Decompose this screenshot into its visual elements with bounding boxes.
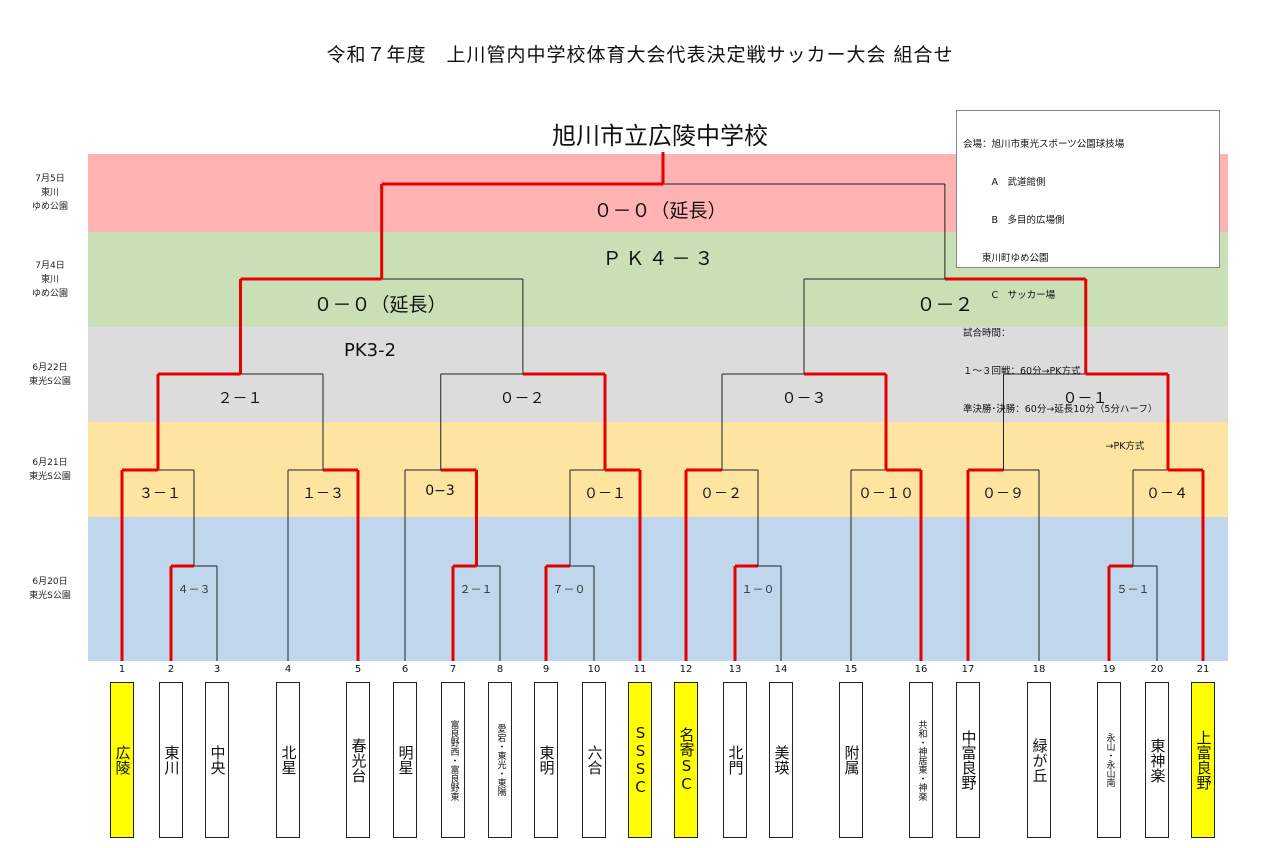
team-name-box: 美瑛 bbox=[769, 682, 793, 838]
team-number: 20 bbox=[1150, 664, 1164, 675]
info-line: 準決勝･決勝：60分→延長10分（5分ハーフ） bbox=[963, 403, 1158, 415]
team-number: 1 bbox=[118, 664, 126, 675]
r1-score: ２－１ bbox=[459, 583, 493, 596]
qf-score: ０－２ bbox=[499, 389, 545, 407]
venue-info-box: 会場：旭川市東光スポーツ公園球技場 A 武道館側 B 多目的広場側 東川町ゆめ公… bbox=[956, 110, 1220, 452]
qf-score: ２－１ bbox=[217, 389, 263, 407]
champion-label: 旭川市立広陵中学校 bbox=[552, 122, 768, 150]
team-number: 14 bbox=[774, 664, 788, 675]
team-name-box: 北星 bbox=[276, 682, 300, 838]
r1-score: ４－３ bbox=[177, 583, 211, 596]
info-line: A 武道館側 bbox=[963, 176, 1046, 188]
r1-score: １－０ bbox=[741, 583, 775, 596]
team-number: 16 bbox=[914, 664, 928, 675]
date-band bbox=[88, 517, 1228, 661]
team-number: 18 bbox=[1032, 664, 1046, 675]
team-name-box: 中富良野 bbox=[956, 682, 980, 838]
r2-score: ３－１ bbox=[139, 486, 181, 502]
r2-score: ０－１０ bbox=[858, 486, 914, 502]
team-number: 17 bbox=[961, 664, 975, 675]
semi-left-score: ０－０（延長） bbox=[313, 294, 447, 316]
date-label: 6月20日東光S公園 bbox=[29, 577, 71, 601]
final-score: ０－０（延長） bbox=[593, 200, 727, 222]
team-number: 8 bbox=[496, 664, 504, 675]
date-label: 7月5日東川ゆめ公園 bbox=[31, 174, 68, 212]
team-number: 13 bbox=[728, 664, 742, 675]
team-number: 21 bbox=[1196, 664, 1210, 675]
team-number: 3 bbox=[213, 664, 221, 675]
team-number: 7 bbox=[449, 664, 457, 675]
team-name-box: SSSC bbox=[628, 682, 652, 838]
team-name-box: 広陵 bbox=[110, 682, 134, 838]
qf-score: ０－３ bbox=[781, 389, 827, 407]
team-name-box: 附属 bbox=[839, 682, 863, 838]
semi-right-score: ０－２ bbox=[916, 294, 974, 316]
r1-score: ５－１ bbox=[1116, 583, 1150, 596]
team-name-box: 永山・永山南 bbox=[1097, 682, 1121, 838]
team-name-box: 東川 bbox=[159, 682, 183, 838]
r2-score: ０－１ bbox=[584, 486, 626, 502]
r2-score: １－３ bbox=[302, 486, 344, 502]
team-number: 10 bbox=[587, 664, 601, 675]
date-label: 6月22日東光S公園 bbox=[29, 362, 71, 387]
r1-score: ７－０ bbox=[552, 583, 586, 596]
team-name-box: 中央 bbox=[205, 682, 229, 838]
team-number: 5 bbox=[354, 664, 362, 675]
team-number: 19 bbox=[1102, 664, 1116, 675]
team-number: 15 bbox=[844, 664, 858, 675]
team-number: 2 bbox=[167, 664, 175, 675]
r2-score: 0−3 bbox=[425, 483, 455, 499]
team-name-box: 北門 bbox=[723, 682, 747, 838]
semi-left-pk-score: PK3-2 bbox=[343, 340, 397, 361]
team-number: 4 bbox=[284, 664, 292, 675]
r2-score: ０－４ bbox=[1146, 486, 1188, 502]
info-line: 東川町ゆめ公園 bbox=[963, 252, 1049, 264]
info-line: 会場：旭川市東光スポーツ公園球技場 bbox=[963, 139, 1125, 151]
team-number: 6 bbox=[401, 664, 409, 675]
team-number: 9 bbox=[542, 664, 550, 675]
team-name-box: 名寄SC bbox=[674, 682, 698, 838]
page-title: 令和７年度 上川管内中学校体育大会代表決定戦サッカー大会 組合せ bbox=[326, 44, 954, 66]
team-name-box: 六合 bbox=[582, 682, 606, 838]
info-line: B 多目的広場側 bbox=[963, 214, 1065, 226]
info-line: C サッカー場 bbox=[963, 290, 1056, 302]
team-name-box: 富良野西・富良野東 bbox=[441, 682, 465, 838]
qf-score: ０－１ bbox=[1062, 389, 1108, 407]
team-name-box: 春光台 bbox=[346, 682, 370, 838]
team-name-box: 愛宕・東光・東陽 bbox=[488, 682, 512, 838]
r2-score: ０－９ bbox=[982, 486, 1024, 502]
team-name-box: 上富良野 bbox=[1191, 682, 1215, 838]
date-label: 6月21日東光S公園 bbox=[29, 457, 71, 482]
team-name-box: 共和・神居東・神楽 bbox=[909, 682, 933, 838]
date-label: 7月4日東川ゆめ公園 bbox=[31, 260, 68, 299]
team-name-box: 東神楽 bbox=[1145, 682, 1169, 838]
team-number: 11 bbox=[633, 664, 647, 675]
info-line: →PK方式 bbox=[963, 441, 1145, 453]
final-pk-score: ＰＫ４－３ bbox=[602, 248, 718, 270]
info-line: 試合時間： bbox=[963, 328, 1011, 340]
team-name-box: 東明 bbox=[534, 682, 558, 838]
r2-score: ０－２ bbox=[700, 486, 742, 502]
team-number: 12 bbox=[679, 664, 693, 675]
team-name-box: 緑が丘 bbox=[1027, 682, 1051, 838]
info-line: １～３回戦：60分→PK方式 bbox=[963, 365, 1081, 377]
team-name-box: 明星 bbox=[393, 682, 417, 838]
